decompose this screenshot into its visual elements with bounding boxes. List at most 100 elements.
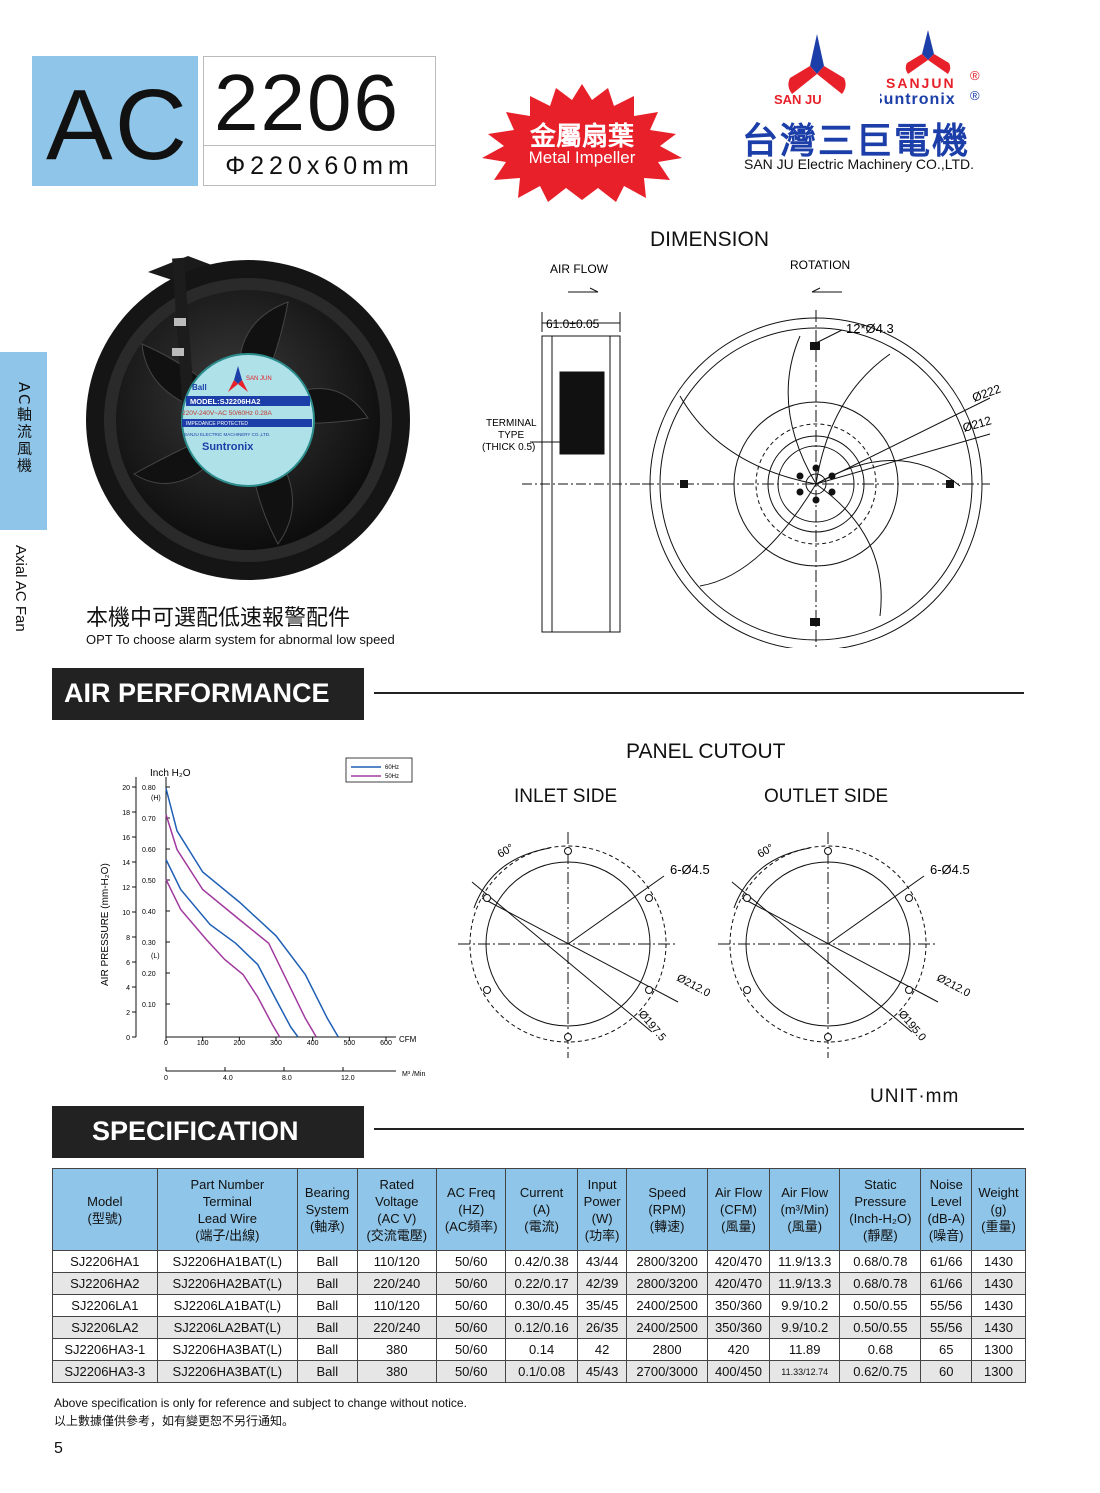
side-tab-zh: AC軸流風機 (0, 352, 47, 530)
inlet-side-title: INLET SIDE (514, 786, 618, 807)
logo-right-bottom-text: Suntronix (880, 91, 956, 108)
spec-cell: 0.1/0.08 (505, 1360, 578, 1383)
diameter-212-label: Ø212 (961, 413, 993, 435)
y2-tick-label: 0.20 (142, 971, 156, 978)
spec-cell: SJ2206LA1BAT(L) (156, 1294, 299, 1317)
outlet-side-title: OUTLET SIDE (764, 786, 889, 807)
spec-cell: 0.22/0.17 (505, 1272, 578, 1295)
inlet-angle-label: 60° (496, 842, 516, 861)
disclaimer-zh: 以上數據僅供參考，如有變更恕不另行通知。 (54, 1414, 295, 1428)
spec-cell: 0.12/0.16 (505, 1316, 578, 1339)
spec-cell: SJ2206HA3BAT(L) (156, 1338, 299, 1361)
spec-cell: 380 (356, 1338, 437, 1361)
section-air-performance: AIR PERFORMANCE (52, 668, 364, 720)
logo-right-top-text: SANJUN (886, 75, 956, 91)
spec-cell: 0.30/0.45 (505, 1294, 578, 1317)
spec-cell: 65 (920, 1338, 972, 1361)
company-name-zh: 台灣三巨電機 (742, 121, 971, 162)
spec-cell: 2400/2500 (626, 1294, 708, 1317)
spec-cell: 0.42/0.38 (505, 1250, 578, 1273)
x-axis-label: CFM (399, 1035, 417, 1044)
spec-cell: 26/35 (576, 1316, 628, 1339)
company-name-en: SAN JU Electric Machinery CO.,LTD. (744, 156, 975, 172)
model-prefix: AC (46, 69, 189, 181)
x-tick-label: 400 (307, 1040, 319, 1047)
inlet-inner-label: Ø197.5 (636, 1008, 668, 1043)
spec-cell: Ball (297, 1294, 358, 1317)
x-tick-label: 0 (164, 1040, 168, 1047)
y-axis-label: AIR PRESSURE (mm-H₂O) (100, 863, 111, 986)
fan-label-top: SAN JUN (246, 376, 272, 382)
y2-tick-label: 0.40 (142, 909, 156, 916)
logo-left-text: SAN JU (774, 92, 822, 107)
spec-cell: 1430 (971, 1316, 1026, 1339)
tri-blade-logo-icon: SAN JU (774, 34, 846, 107)
spec-cell: SJ2206HA1BAT(L) (156, 1250, 299, 1273)
outlet-holes-label: 6-Ø4.5 (930, 862, 970, 877)
spec-cell: 11.9/13.3 (769, 1250, 841, 1273)
spec-cell: Ball (297, 1360, 358, 1383)
spec-cell: 50/60 (435, 1338, 507, 1361)
air-flow-label: AIR FLOW (550, 262, 609, 276)
model-size: Φ220x60mm (204, 145, 435, 181)
spec-cell: SJ2206HA3BAT(L) (156, 1360, 299, 1383)
outlet-angle-label: 60° (756, 842, 776, 861)
spec-cell: Ball (297, 1272, 358, 1295)
spec-cell: 2800/3200 (626, 1272, 708, 1295)
spec-cell: SJ2206HA1 (52, 1250, 158, 1273)
x2-tick-label: 8.0 (282, 1075, 292, 1082)
option-note-zh: 本機中可選配低速報警配件 (86, 606, 351, 631)
terminal-label-3: (THICK 0.5) (482, 442, 535, 453)
y-tick-label: 10 (122, 910, 130, 917)
y-tick-label: 0 (126, 1035, 130, 1042)
spec-header-cell: Model(型號) (52, 1168, 158, 1251)
spec-cell: 9.9/10.2 (769, 1316, 841, 1339)
fan-label-model: MODEL:SJ2206HA2 (190, 397, 260, 406)
sanju-logo: SAN JU (772, 30, 862, 115)
outlet-outer-label: Ø212.0 (935, 972, 973, 1000)
spec-header-cell: Speed(RPM)(轉速) (626, 1168, 708, 1251)
inlet-holes-label: 6-Ø4.5 (670, 862, 710, 877)
spec-header-cell: AC Freq(HZ)(AC頻率) (435, 1168, 507, 1251)
spec-header-cell: Air Flow(m³/Min)(風量) (769, 1168, 841, 1251)
spec-header-cell: Current(A)(電流) (505, 1168, 578, 1251)
spec-cell: 50/60 (435, 1294, 507, 1317)
spec-cell: SJ2206HA2 (52, 1272, 158, 1295)
spec-cell: 42 (576, 1338, 628, 1361)
y-tick-label: 4 (126, 985, 130, 992)
y2-high-mark: (H) (151, 795, 161, 802)
y2-tick-label: 0.70 (142, 816, 156, 823)
x-tick-label: 200 (233, 1040, 245, 1047)
metal-impeller-badge: 金屬扇葉 Metal Impeller (468, 82, 696, 202)
terminal-label-2: TYPE (498, 430, 524, 441)
spec-cell: 55/56 (920, 1316, 972, 1339)
dimension-title: DIMENSION (650, 228, 770, 251)
spec-cell: 11.9/13.3 (769, 1272, 841, 1295)
y-tick-label: 12 (122, 885, 130, 892)
page-number: 5 (54, 1440, 63, 1457)
panel-cutout-title: PANEL CUTOUT (626, 740, 786, 763)
divider (374, 1128, 1024, 1130)
side-tab-en: Axial AC Fan (12, 545, 29, 632)
spec-cell: 2700/3000 (626, 1360, 708, 1383)
dimension-drawing: AIR FLOW ROTATION 61.0±0.05 TERMINAL TYP… (482, 258, 1003, 648)
section-specification: SPECIFICATION (52, 1106, 364, 1158)
spec-cell: 50/60 (435, 1316, 507, 1339)
spec-cell: 220/240 (356, 1316, 437, 1339)
x-tick-label: 600 (380, 1040, 392, 1047)
y-tick-label: 16 (122, 835, 130, 842)
spec-cell: 1430 (971, 1294, 1026, 1317)
spec-cell: 2800/3200 (626, 1250, 708, 1273)
spec-cell: 350/360 (706, 1316, 771, 1339)
spec-cell: Ball (297, 1338, 358, 1361)
spec-cell: SJ2206LA2 (52, 1316, 158, 1339)
y2-tick-label: 0.80 (142, 785, 156, 792)
registered-icon: ® (970, 68, 980, 83)
panel-cutout-drawing: 60° 6-Ø4.5 Ø212.0 Ø197.5 60° 6-Ø4.5 Ø212… (458, 832, 973, 1058)
